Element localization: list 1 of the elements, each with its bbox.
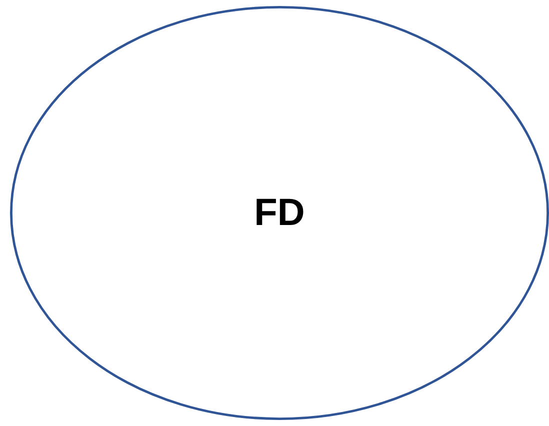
node-label: FD xyxy=(254,192,305,234)
